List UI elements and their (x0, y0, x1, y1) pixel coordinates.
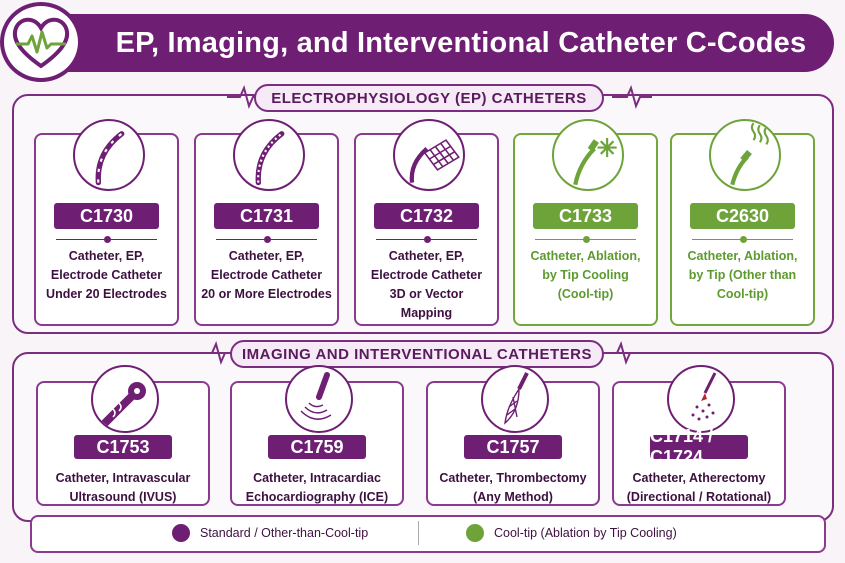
description-line: Cool-tip) (716, 287, 769, 301)
legend-swatch-purple (172, 524, 190, 542)
electrode-catheter-icon (72, 119, 145, 191)
card-description: Catheter, Ablation, by Tip Cooling (Cool-t… (519, 247, 652, 304)
description-line: Electrode Catheter (370, 268, 483, 282)
description-line: Mapping (400, 306, 453, 320)
multi-electrode-catheter-icon (232, 119, 305, 191)
description-line: Ultrasound (IVUS) (69, 490, 177, 504)
description-line: Electrode Catheter (50, 268, 163, 282)
description-line: 3D or Vector (389, 287, 464, 301)
code-badge: C1732 (374, 203, 479, 229)
card-description: Catheter, Atherectomy (Directional / Rota… (618, 469, 780, 507)
card-divider-dot (263, 236, 271, 243)
ice-catheter-icon (285, 365, 353, 433)
description-line: (Any Method) (473, 490, 553, 504)
legend-label-standard: Standard / Other-than-Cool-tip (200, 526, 369, 540)
imaging-section-title: IMAGING AND INTERVENTIONAL CATHETERS (230, 340, 604, 368)
description-line: (Directional / Rotational) (626, 490, 772, 504)
card-description: Catheter, Thrombectomy (Any Method) (432, 469, 594, 507)
description-line: Catheter, EP, (388, 249, 465, 263)
heart-logo (0, 2, 82, 82)
description-line: Echocardiography (ICE) (245, 490, 389, 504)
code-badge: C1759 (268, 435, 366, 459)
card-divider-dot (739, 236, 747, 243)
description-line: Catheter, Intracardiac (253, 471, 381, 485)
description-line: Catheter, Atherectomy (632, 471, 766, 485)
code-badge: C1731 (214, 203, 319, 229)
ivus-catheter-icon (91, 365, 159, 433)
header-banner (8, 14, 834, 72)
description-line: Catheter, Ablation, (687, 249, 798, 263)
thrombectomy-basket-icon (481, 365, 549, 433)
code-badge: C1733 (533, 203, 638, 229)
description-line: Catheter, Intravascular (55, 471, 191, 485)
ep-section-title: ELECTROPHYSIOLOGY (EP) CATHETERS (254, 84, 604, 112)
heat-tip-catheter-icon (708, 119, 781, 191)
code-badge: C1730 (54, 203, 159, 229)
code-badge: C2630 (690, 203, 795, 229)
description-line: 20 or More Electrodes (201, 287, 332, 301)
card-divider-dot (423, 236, 431, 243)
card-divider-dot (582, 236, 590, 243)
description-line: Catheter, Thrombectomy (439, 471, 587, 485)
page-title: EP, Imaging, and Interventional Catheter… (115, 26, 807, 59)
code-badge: C1757 (464, 435, 562, 459)
mapping-grid-catheter-icon (392, 119, 465, 191)
legend-divider (418, 521, 419, 545)
description-line: Catheter, Ablation, (530, 249, 641, 263)
legend-swatch-green (466, 524, 484, 542)
description-line: by Tip Cooling (542, 268, 629, 282)
card-description: Catheter, EP, Electrode Catheter 3D or Vec… (360, 247, 493, 323)
cool-tip-snowflake-icon (551, 119, 624, 191)
card-divider-dot (103, 236, 111, 243)
description-line: by Tip (Other than (688, 268, 797, 282)
description-line: Catheter, EP, (228, 249, 305, 263)
heart-pulse-icon (12, 17, 70, 69)
description-line: Catheter, EP, (68, 249, 145, 263)
legend-bar (30, 515, 826, 553)
description-line: Under 20 Electrodes (46, 287, 167, 301)
description-line: Electrode Catheter (210, 268, 323, 282)
description-line: (Cool-tip) (557, 287, 614, 301)
legend-label-cool-tip: Cool-tip (Ablation by Tip Cooling) (494, 526, 677, 540)
card-description: Catheter, EP, Electrode Catheter 20 or Mor… (200, 247, 333, 304)
imaging-section-pulse-line (202, 341, 642, 365)
code-badge: C1714 / C1724 (650, 426, 748, 467)
code-badge: C1753 (74, 435, 172, 459)
atherectomy-catheter-icon (667, 365, 735, 433)
